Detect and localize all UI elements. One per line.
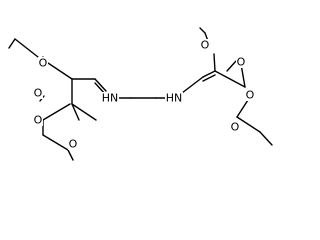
bond-line [8, 38, 16, 49]
bond-line [214, 70, 246, 88]
bond-line [47, 62, 73, 80]
bond-line [236, 116, 261, 133]
atom-o5: O [200, 39, 210, 52]
svg-text:O: O [39, 57, 48, 70]
atom-n1: HN [101, 92, 119, 105]
atom-n2: HN [165, 92, 183, 105]
bond-line [202, 70, 216, 78]
bond-line [226, 60, 237, 72]
molecule-structure: O O O O HN HN O O O O [8, 27, 273, 161]
bond-line [181, 76, 204, 94]
bond-line [199, 27, 206, 34]
svg-text:O: O [69, 138, 78, 151]
bond-line [213, 53, 216, 72]
atom-o3: O [33, 114, 43, 127]
svg-text:HN: HN [102, 92, 119, 105]
svg-text:O: O [34, 114, 43, 127]
atom-o8: O [230, 121, 240, 134]
bond-line [259, 131, 273, 146]
svg-text:HN: HN [166, 92, 183, 105]
svg-text:O: O [237, 56, 246, 69]
bond-line [202, 74, 216, 82]
atom-o4: O [68, 138, 78, 151]
atom-o7: O [245, 89, 255, 102]
atom-o2: O [33, 87, 43, 100]
bond-line [67, 149, 74, 161]
svg-text:O: O [201, 39, 210, 52]
bond-line [14, 38, 39, 58]
atom-o6: O [236, 56, 246, 69]
bond-lines [8, 27, 273, 161]
svg-text:O: O [34, 87, 43, 100]
bond-line [42, 103, 71, 121]
bond-line [71, 103, 80, 121]
svg-text:O: O [246, 89, 255, 102]
bond-line [94, 78, 107, 92]
bond-line [71, 103, 97, 121]
svg-text:O: O [231, 121, 240, 134]
bond-line [42, 134, 69, 151]
atom-labels: O O O O HN HN O O O O [33, 39, 255, 151]
bond-line [236, 99, 249, 118]
atom-o1: O [38, 57, 48, 70]
